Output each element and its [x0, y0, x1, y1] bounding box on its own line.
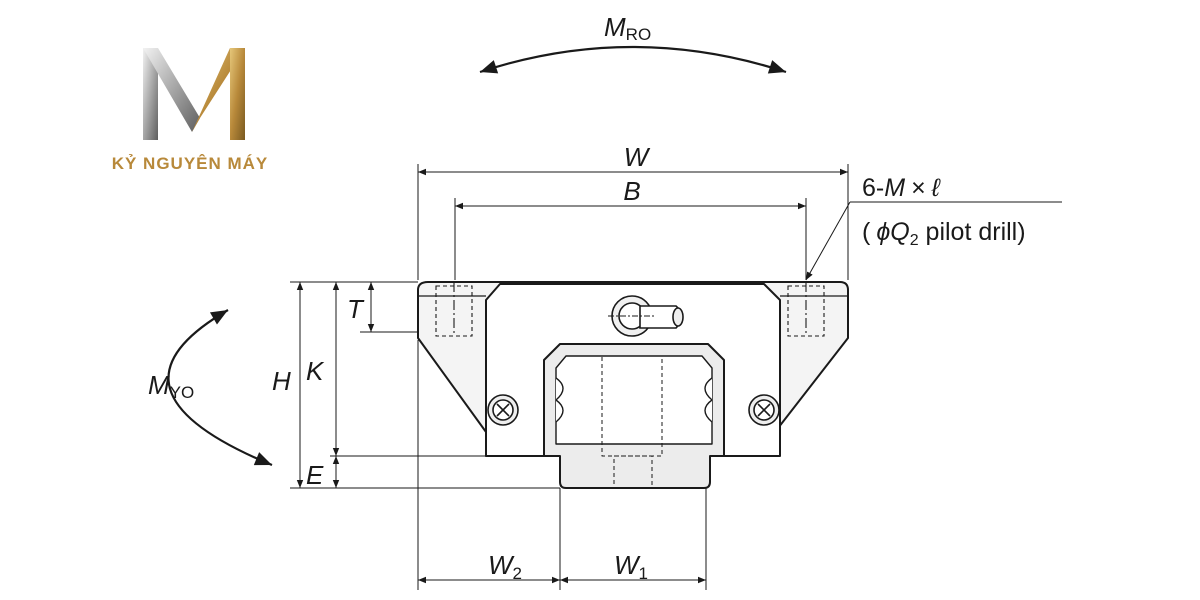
- side-screw-right-icon: [748, 394, 780, 426]
- logo-m-icon: [143, 48, 245, 140]
- dim-label-b: B: [623, 176, 640, 206]
- logo-text: KỶ NGUYÊN MÁY: [112, 154, 269, 173]
- side-screw-left-icon: [487, 394, 519, 426]
- yaw-moment-label: MYO: [148, 370, 194, 402]
- brand-logo: KỶ NGUYÊN MÁY: [112, 48, 269, 173]
- callout-mounting-thread: 6-M×ℓ: [862, 174, 941, 202]
- dim-label-w2: W2: [488, 550, 522, 583]
- dim-label-h: H: [272, 366, 291, 396]
- pilot-holes: [435, 282, 825, 337]
- dimension-lines: [290, 164, 1062, 590]
- dim-label-w1: W1: [614, 550, 648, 583]
- dim-label-t: T: [347, 294, 365, 324]
- guide-rail: [543, 343, 725, 489]
- roll-moment-label: MRO: [604, 12, 651, 44]
- callout-pilot-drill: (ϕQ2 pilot drill): [862, 218, 1026, 249]
- dim-label-w: W: [624, 142, 651, 172]
- dim-label-k: K: [306, 356, 325, 386]
- grease-nipple-icon: [608, 295, 684, 337]
- yaw-moment-indicator: MYO: [148, 309, 273, 467]
- roll-moment-indicator: MRO: [479, 12, 787, 74]
- dim-label-e: E: [306, 460, 324, 490]
